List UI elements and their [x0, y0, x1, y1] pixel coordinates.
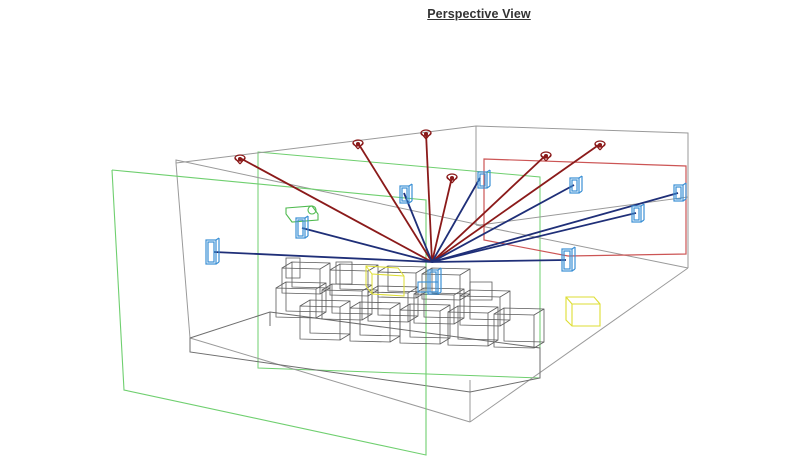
- seat-2-1: [275, 281, 327, 319]
- ceiling-speaker-1[interactable]: [234, 154, 246, 165]
- seat-back: [285, 257, 301, 279]
- speaker-5[interactable]: [569, 175, 583, 194]
- ray-ceiling-3: [425, 132, 433, 263]
- ceiling-speaker-4[interactable]: [446, 173, 458, 184]
- view-title: Perspective View: [427, 7, 531, 21]
- ray-speaker-6: [431, 212, 637, 263]
- ceiling-speaker-2[interactable]: [352, 139, 364, 150]
- ray-speaker-8: [431, 259, 567, 263]
- speaker-6[interactable]: [631, 203, 645, 223]
- room-box: [175, 125, 689, 423]
- seat-3-1: [299, 299, 351, 341]
- seat-3-2: [349, 301, 401, 343]
- ceiling-speaker-6[interactable]: [594, 140, 606, 151]
- ray-ceiling-2: [357, 142, 433, 263]
- ceiling-speakers: [234, 129, 606, 184]
- ray-speaker-3: [403, 192, 433, 263]
- speakers: [205, 169, 687, 295]
- speaker-9[interactable]: [427, 267, 442, 295]
- speaker-2[interactable]: [295, 215, 309, 239]
- ray-ceiling-5: [431, 154, 547, 263]
- ray-speaker-7: [431, 192, 679, 263]
- ray-ceiling-6: [431, 143, 601, 263]
- sound-rays: [213, 132, 679, 263]
- seat-2-5: [459, 289, 511, 327]
- speaker-1[interactable]: [205, 237, 220, 265]
- speaker-4[interactable]: [477, 169, 491, 189]
- subwoofer-right: [565, 296, 601, 327]
- ray-ceiling-1: [239, 157, 433, 263]
- listening-area-front: [111, 169, 427, 456]
- ray-speaker-1: [213, 251, 433, 263]
- seat-back: [335, 261, 353, 285]
- ray-ceiling-4: [431, 176, 453, 263]
- seat-2-4: [413, 287, 465, 325]
- seat-back: [469, 281, 493, 301]
- seating-group: [275, 257, 545, 349]
- center-speaker[interactable]: [417, 281, 439, 293]
- speaker-7[interactable]: [673, 182, 687, 202]
- stage-platform: [189, 311, 541, 393]
- ray-speaker-4: [431, 177, 481, 263]
- projector: [285, 205, 319, 223]
- ceiling-speaker-5[interactable]: [540, 151, 552, 162]
- seat-3-5: [493, 307, 545, 349]
- ray-speaker-2: [301, 227, 433, 263]
- speaker-8[interactable]: [561, 246, 576, 272]
- subwoofer-center: [365, 265, 405, 297]
- ceiling-speaker-3[interactable]: [420, 129, 432, 140]
- seat-3-4: [447, 305, 499, 347]
- ray-speaker-5: [431, 184, 575, 263]
- speaker-3[interactable]: [399, 183, 413, 204]
- seat-3-3: [399, 303, 451, 345]
